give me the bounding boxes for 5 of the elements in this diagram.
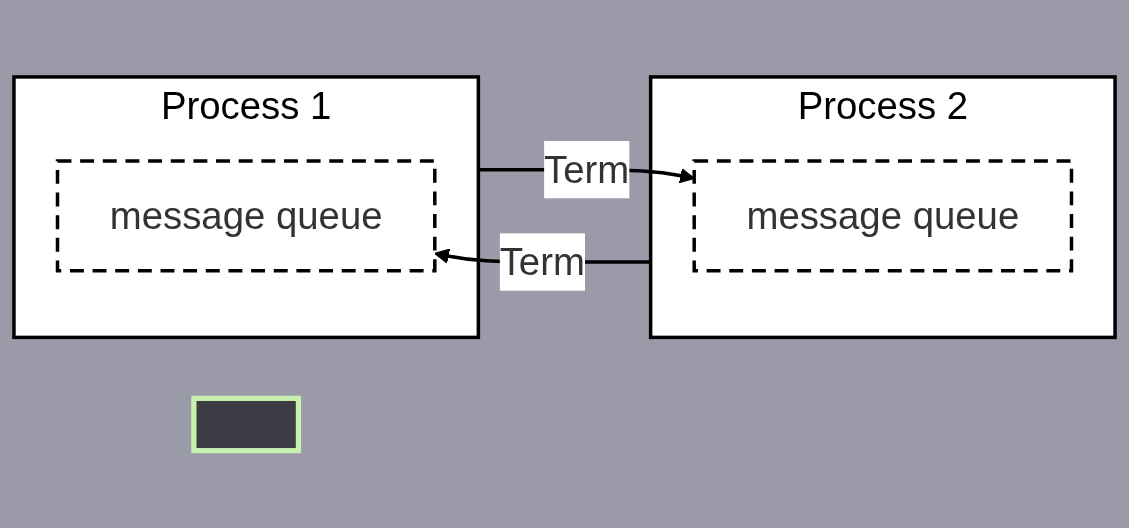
node-box: message queue [692, 159, 1074, 273]
node-box [191, 395, 302, 454]
edge-label: Term [499, 240, 585, 285]
node-box: message queue [55, 159, 437, 273]
edge-label: Term [544, 148, 630, 192]
